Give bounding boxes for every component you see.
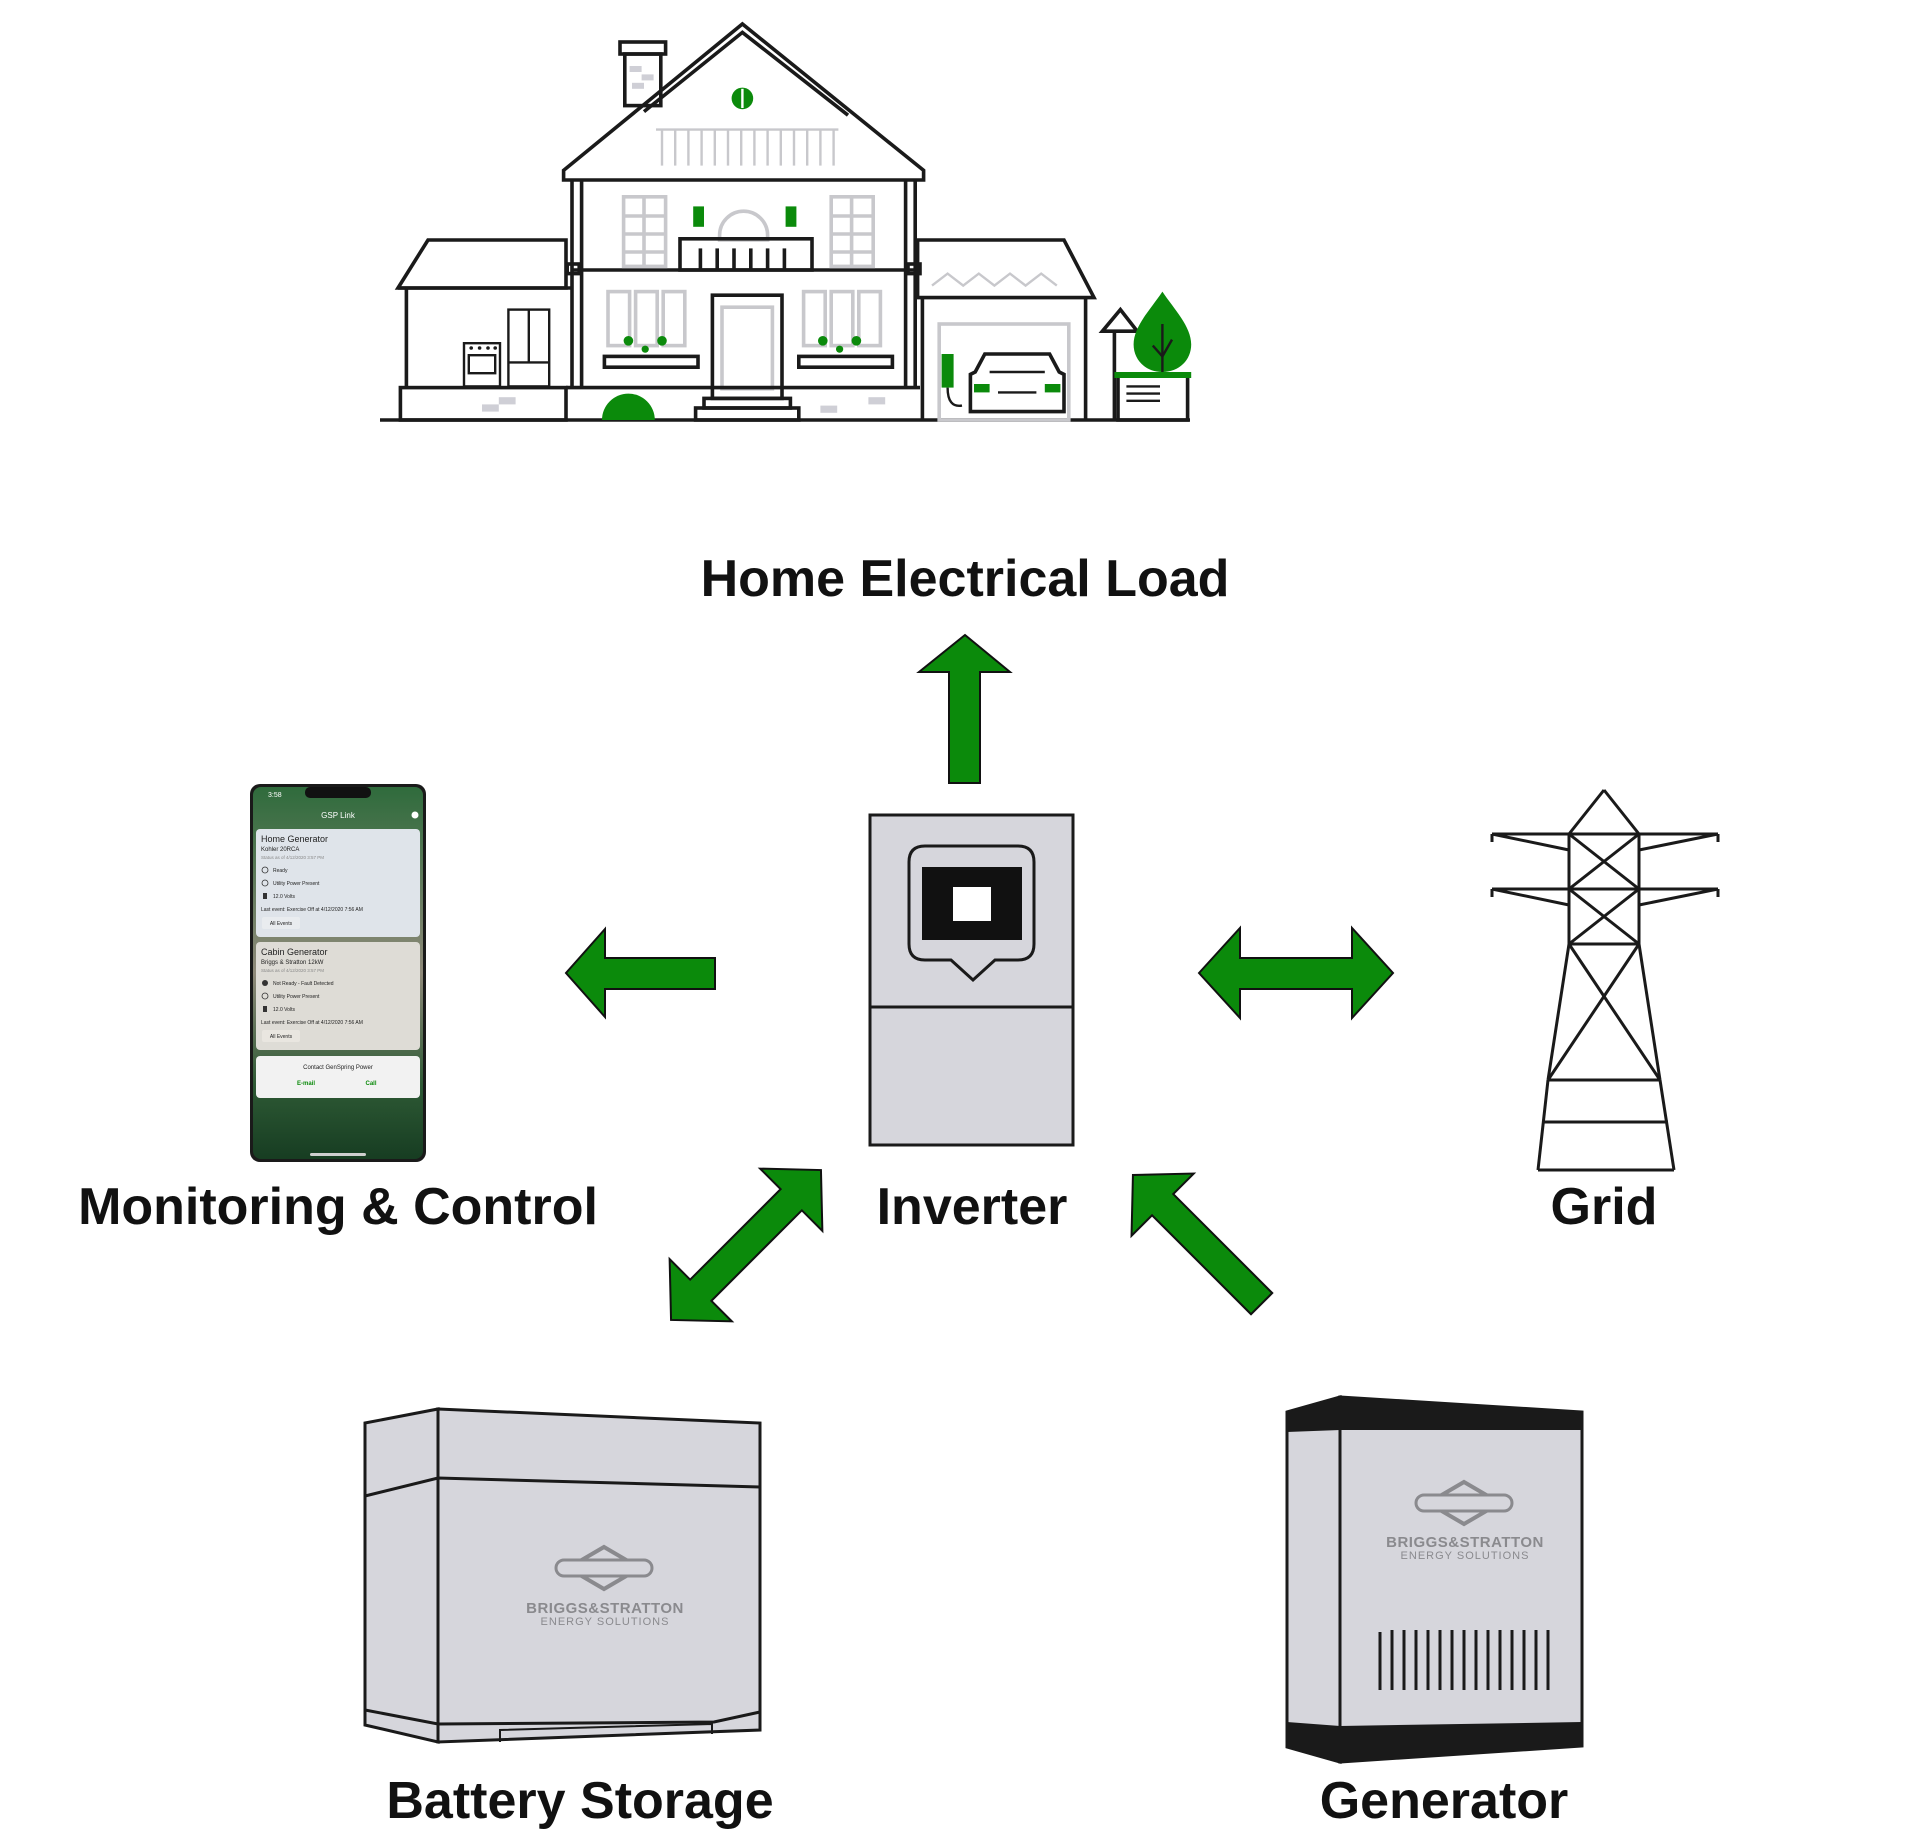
card2-all-events-label: All Events — [270, 1034, 293, 1040]
card1-row-volts: 12.0 Volts — [273, 894, 295, 900]
card2-model: Briggs & Stratton 12kW — [261, 960, 324, 966]
cabin-generator-card[interactable] — [256, 942, 420, 1050]
inverter-unit — [868, 813, 1075, 1147]
card2-title: Cabin Generator — [261, 947, 328, 957]
generator-unit: BRIGGS&STRATTON ENERGY SOLUTIONS — [1285, 1395, 1584, 1764]
contact-card — [256, 1056, 420, 1098]
card1-last-event: Last event: Exercise Off at 4/12/2020 7:… — [261, 907, 363, 913]
card1-status-time: Status as of 4/12/2020 3:57 PM — [261, 855, 324, 860]
arrow-inverter-grid-bidirectional — [1197, 925, 1395, 1021]
card2-row-utility: Utility Power Present — [273, 994, 320, 1000]
generator-brand-text: BRIGGS&STRATTON — [1386, 1534, 1544, 1551]
monitoring-control-label: Monitoring & Control — [78, 1178, 598, 1236]
briggs-logo-generator: BRIGGS&STRATTON ENERGY SOLUTIONS — [1386, 1479, 1544, 1562]
arrow-inverter-to-monitoring — [564, 926, 716, 1020]
card1-all-events-button[interactable] — [262, 917, 300, 929]
card2-all-events-button[interactable] — [262, 1030, 300, 1042]
battery-brand-text: BRIGGS&STRATTON — [526, 1600, 684, 1617]
home-generator-card[interactable] — [256, 829, 420, 937]
card1-row-ready: Ready — [273, 868, 288, 874]
card2-row-volts: 12.0 Volts — [273, 1007, 295, 1013]
arrow-inverter-to-home — [916, 633, 1013, 784]
card2-last-event: Last event: Exercise Off at 4/12/2020 7:… — [261, 1020, 363, 1026]
house-illustration — [380, 21, 1192, 422]
card2-row-fault: Not Ready - Fault Detected — [273, 981, 334, 987]
power-tower-icon — [1490, 789, 1720, 1172]
battery-storage-label: Battery Storage — [386, 1772, 773, 1830]
phone-time: 3:58 — [268, 792, 282, 799]
card1-row-utility: Utility Power Present — [273, 881, 320, 887]
card1-model: Kohler 20RCA — [261, 847, 299, 853]
arrow-generator-to-inverter — [1130, 1172, 1274, 1316]
gear-icon[interactable] — [411, 811, 419, 819]
phone-app-screenshot: 3:58 GSP Link Home Generator Kohler 20RC… — [250, 784, 426, 1162]
battery-brand-sub: ENERGY SOLUTIONS — [541, 1616, 670, 1628]
grid-label: Grid — [1551, 1178, 1658, 1236]
card2-status-time: Status as of 4/12/2020 3:57 PM — [261, 968, 324, 973]
card1-title: Home Generator — [261, 834, 328, 844]
generator-label: Generator — [1320, 1772, 1569, 1830]
contact-call-link[interactable]: Call — [365, 1081, 376, 1087]
inverter-label: Inverter — [877, 1178, 1068, 1236]
home-electrical-load-label: Home Electrical Load — [701, 550, 1230, 608]
contact-email-link[interactable]: E-mail — [297, 1081, 315, 1087]
contact-title: Contact GenSpring Power — [303, 1065, 373, 1071]
phone-app-title: GSP Link — [321, 811, 356, 820]
card1-all-events-label: All Events — [270, 921, 293, 927]
battery-storage-unit: BRIGGS&STRATTON ENERGY SOLUTIONS — [363, 1407, 762, 1744]
generator-brand-sub: ENERGY SOLUTIONS — [1401, 1550, 1530, 1562]
briggs-logo-battery: BRIGGS&STRATTON ENERGY SOLUTIONS — [526, 1544, 684, 1628]
arrow-inverter-battery-bidirectional-shape — [668, 1167, 824, 1323]
